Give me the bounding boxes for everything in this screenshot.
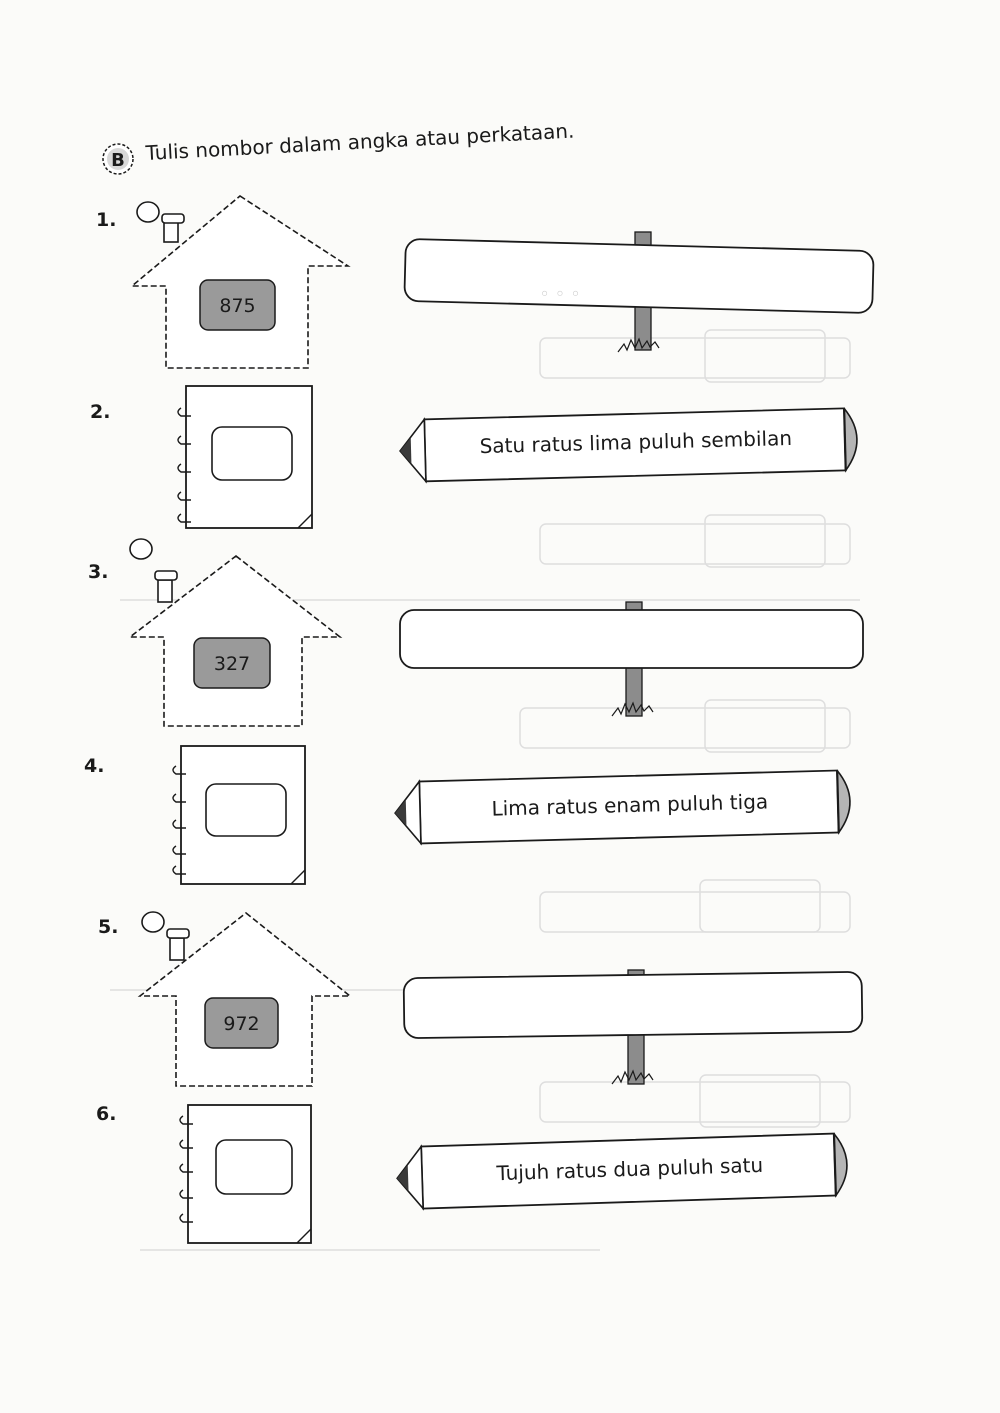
item-1-value: 875 <box>219 295 255 317</box>
item-1-number: 1. <box>96 209 116 231</box>
item-3: 3. 327 <box>88 538 864 727</box>
answer-number-box[interactable] <box>205 783 287 837</box>
section-instruction: Tulis nombor dalam angka atau perkataan. <box>144 119 575 165</box>
answer-sign-board[interactable] <box>399 609 864 669</box>
number-box <box>204 997 279 1049</box>
section-badge-letter: B <box>111 150 125 171</box>
notebook-icon <box>177 385 313 529</box>
answer-number-box[interactable] <box>211 426 293 481</box>
item-5-number: 5. <box>98 916 118 938</box>
item-4: 4. Lima ratus enam puluh tiga <box>84 745 851 885</box>
notebook-icon <box>172 745 306 885</box>
item-5-value: 972 <box>223 1013 259 1035</box>
item-4-number: 4. <box>84 755 104 777</box>
pencil-icon <box>394 769 851 846</box>
section-header: B Tulis nombor dalam angka atau perkataa… <box>102 119 575 175</box>
item-1: 1. 875 ◦ ◦ ◦ <box>96 195 875 369</box>
item-6-number: 6. <box>96 1103 116 1125</box>
item-5: 5. 972 <box>98 911 864 1087</box>
item-3-number: 3. <box>88 561 108 583</box>
answer-sign-board[interactable] <box>402 971 864 1039</box>
item-6: 6. Tujuh ratus dua puluh satu <box>96 1103 848 1244</box>
item-2: 2. Satu ratus lima puluh sembilan <box>90 385 858 529</box>
section-badge: B <box>102 143 134 175</box>
notebook-icon <box>179 1104 312 1244</box>
answer-sign-board[interactable] <box>403 238 875 314</box>
pencil-icon <box>396 1132 848 1211</box>
number-box <box>193 637 271 689</box>
show-through-text: ◦ ◦ ◦ <box>540 282 581 302</box>
answer-number-box[interactable] <box>215 1139 293 1195</box>
item-2-number: 2. <box>90 401 110 423</box>
number-box <box>199 279 276 331</box>
house-icon <box>127 538 343 727</box>
pencil-icon <box>399 407 858 484</box>
item-3-value: 327 <box>214 653 250 675</box>
